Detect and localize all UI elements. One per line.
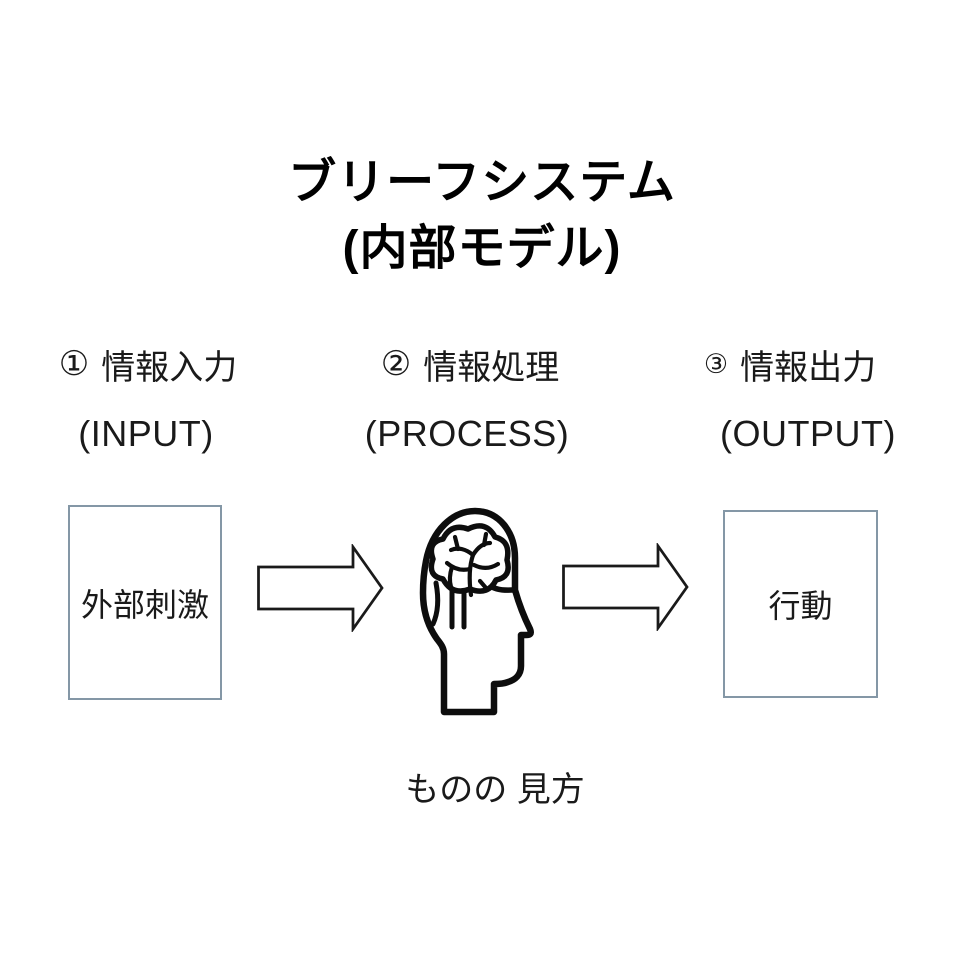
diagram-title: ブリーフシステム (内部モデル): [0, 150, 964, 282]
step-label-process: ② 情報処理: [342, 340, 598, 388]
step-text-2: 情報処理: [423, 348, 560, 387]
output-box: 行動: [723, 510, 878, 698]
sublabel-input: (INPUT): [78, 413, 214, 454]
title-line-2: (内部モデル): [342, 222, 622, 275]
step-text-1: 情報入力: [101, 348, 238, 387]
step-number-2: ②: [380, 345, 412, 383]
right-block-arrow-icon: [257, 544, 384, 632]
sublabel-process: (PROCESS): [364, 413, 570, 454]
head-brain-icon: [419, 507, 535, 716]
right-block-arrow-icon: [562, 543, 689, 631]
step-text-3: 情報出力: [740, 348, 877, 387]
step-number-1: ①: [58, 345, 90, 383]
step-number-3: ③: [703, 348, 729, 379]
output-box-label: 行動: [768, 588, 833, 624]
sublabel-output: (OUTPUT): [720, 413, 896, 454]
step-label-output: ③ 情報出力: [662, 340, 918, 388]
step-label-input: ① 情報入力: [20, 340, 276, 388]
input-box: 外部刺激: [68, 505, 222, 700]
process-caption: ものの 見方: [405, 771, 585, 809]
input-box-label: 外部刺激: [80, 586, 209, 623]
title-line-1: ブリーフシステム: [288, 156, 676, 209]
